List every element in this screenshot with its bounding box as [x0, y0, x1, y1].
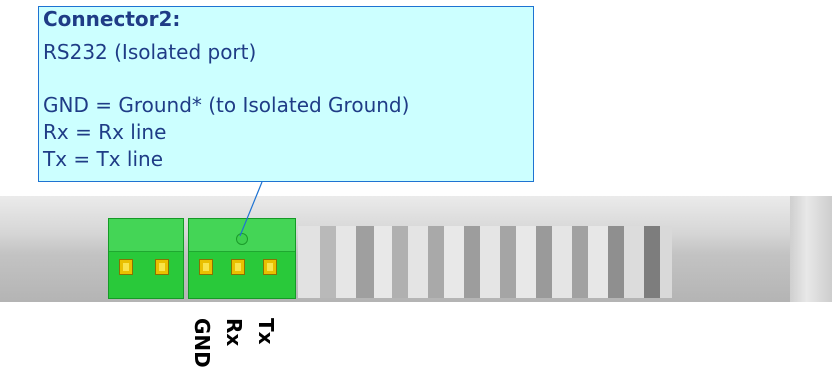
- pin-label-rx: Rx: [222, 318, 246, 347]
- pin-icon: [155, 259, 169, 275]
- pin-icon: [199, 259, 213, 275]
- pin-icon: [263, 259, 277, 275]
- callout-subtitle: RS232 (Isolated port): [43, 40, 257, 64]
- pin-label-gnd: GND: [190, 318, 214, 368]
- device-end-cap: [790, 196, 832, 302]
- pin-icon: [119, 259, 133, 275]
- callout-line-rx: Rx = Rx line: [43, 120, 167, 144]
- terminal-block-connector1: [108, 218, 184, 299]
- pin-icon: [231, 259, 245, 275]
- terminal-block-connector2: [188, 218, 296, 299]
- heatsink-ribs: [298, 226, 702, 298]
- callout-title: Connector2:: [43, 7, 181, 31]
- screw-icon: [236, 233, 248, 245]
- callout-line-gnd: GND = Ground* (to Isolated Ground): [43, 93, 410, 117]
- callout-line-tx: Tx = Tx line: [43, 147, 164, 171]
- pin-label-tx: Tx: [254, 318, 278, 345]
- connector-callout: Connector2: RS232 (Isolated port) GND = …: [38, 6, 534, 182]
